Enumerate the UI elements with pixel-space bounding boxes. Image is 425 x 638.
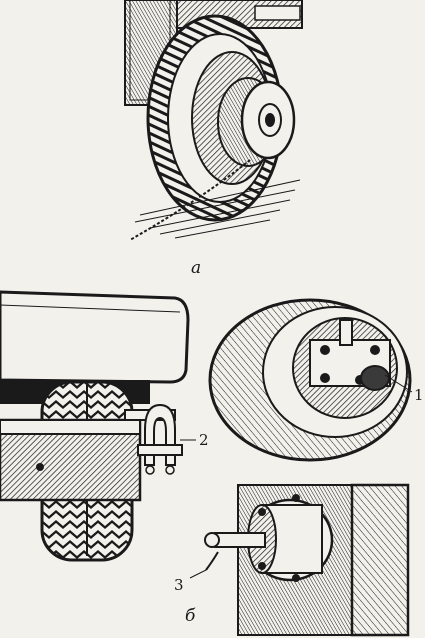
ground-hatching <box>134 179 301 239</box>
shackle <box>137 403 183 475</box>
panel-a-label: а <box>191 258 201 278</box>
panel-b-right-bottom-illustration: 3 б <box>174 483 410 637</box>
callout-3-label: 3 <box>174 576 184 594</box>
tow-pin <box>204 532 266 571</box>
truck-body <box>0 290 190 384</box>
callout-3-leader <box>189 569 207 579</box>
frame-rail <box>0 418 142 502</box>
panel-b-left-illustration: 2 <box>0 290 209 562</box>
panel-b-right-top-illustration: 1 <box>208 298 424 462</box>
panel-a-illustration: а <box>124 0 303 278</box>
callout-2-label: 2 <box>199 431 209 449</box>
panel-b-label: б <box>185 606 196 626</box>
callout-1-leader <box>384 374 413 393</box>
hub-bracket <box>309 319 391 391</box>
callout-1-label: 1 <box>414 386 424 404</box>
winch-cable <box>129 159 251 241</box>
winch-drum <box>217 77 296 167</box>
